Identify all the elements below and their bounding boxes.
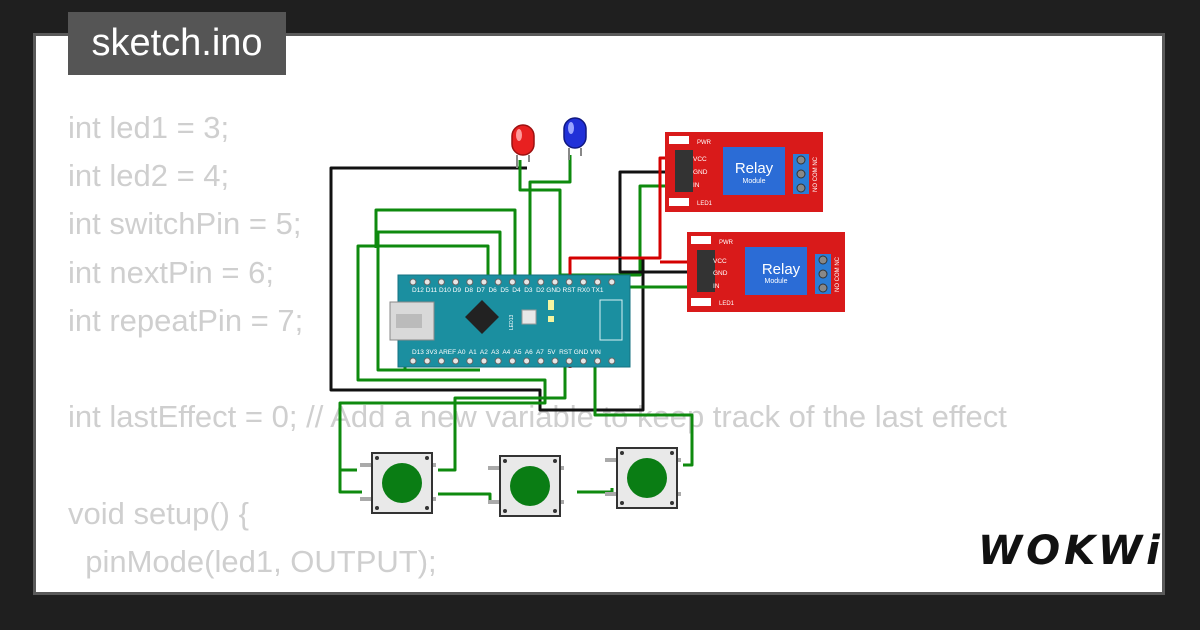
pin-hole — [423, 278, 431, 286]
wokwi-logo: WOKWi — [978, 528, 1164, 574]
wire-green-led1 — [518, 160, 562, 278]
svg-text:GND: GND — [693, 169, 708, 176]
code-line: int led2 = 4; — [68, 158, 230, 194]
led-label: LED13 — [509, 314, 515, 330]
pin-hole — [537, 357, 545, 365]
preview-card: int led1 = 3; int led2 = 4; int switchPin … — [36, 36, 1164, 594]
code-line: int switchPin = 5; — [68, 206, 302, 242]
relay-module-1[interactable]: Relay Module VCC GND IN PWR LED1 NO COM … — [665, 132, 823, 212]
wire-green-top3 — [338, 244, 547, 494]
pin-hole — [480, 278, 488, 286]
board-top-pin-labels: D12 D11 D10 D9 D8 D7 D6 D5 D4 D3 D2 GND … — [412, 287, 604, 294]
svg-text:Relay: Relay — [762, 261, 801, 278]
code-background: int led1 = 3; int led2 = 4; int switchPin … — [68, 104, 1007, 594]
led-blue[interactable] — [563, 117, 587, 160]
led-red[interactable] — [511, 124, 535, 168]
pin-hole — [423, 357, 431, 365]
code-line: void setup() { — [68, 495, 249, 531]
svg-text:Module: Module — [743, 178, 766, 185]
pin-hole — [437, 278, 445, 286]
pin-hole — [452, 278, 460, 286]
svg-text:NO COM NC: NO COM NC — [835, 256, 841, 292]
pin-hole — [523, 357, 531, 365]
wire-black-gnd2 — [618, 258, 687, 274]
pin-hole — [466, 278, 474, 286]
relay-module-2[interactable]: Relay Module VCC GND IN PWR LED1 NO COM … — [687, 232, 845, 312]
svg-text:VCC: VCC — [693, 156, 707, 163]
code-line: pinMode(led1, OUTPUT); — [68, 543, 437, 579]
svg-text:NO COM NC: NO COM NC — [813, 156, 819, 192]
svg-text:PWR: PWR — [719, 240, 734, 246]
svg-text:IN: IN — [693, 182, 700, 189]
svg-text:LED1: LED1 — [719, 301, 735, 307]
wire-green-btn23 — [577, 488, 614, 494]
wire-green-relay1 — [560, 184, 665, 277]
pin-hole — [508, 357, 516, 365]
pin-hole — [594, 357, 602, 365]
pin-hole — [523, 278, 531, 286]
pin-hole — [409, 357, 417, 365]
pin-hole — [608, 357, 616, 365]
push-button-1[interactable] — [360, 452, 436, 514]
pin-hole — [565, 278, 573, 286]
svg-text:IN: IN — [713, 283, 720, 290]
svg-text:GND: GND — [713, 270, 728, 277]
pin-hole — [579, 278, 587, 286]
wire-green-led2 — [528, 155, 572, 278]
pin-hole — [579, 357, 587, 365]
wire-black-loop — [329, 166, 665, 412]
svg-text:LED1: LED1 — [697, 201, 713, 207]
svg-text:VCC: VCC — [713, 258, 727, 265]
pin-hole — [409, 278, 417, 286]
board-bottom-pin-labels: D13 3V3 AREF A0 A1 A2 A3 A4 A5 A6 A7 5V … — [412, 349, 601, 356]
code-line: int repeatPin = 7; — [68, 302, 304, 338]
board-top-pin-row — [409, 278, 616, 286]
code-line: int led1 = 3; — [68, 110, 230, 145]
pin-hole — [494, 278, 502, 286]
push-button-3[interactable] — [605, 447, 681, 509]
pin-hole — [565, 357, 573, 365]
pin-hole — [437, 357, 445, 365]
reset-button — [521, 309, 537, 325]
pin-hole — [466, 357, 474, 365]
push-button-2[interactable] — [488, 455, 564, 517]
wire-green-top2 — [376, 230, 502, 372]
wire-green-btn12 — [438, 492, 492, 500]
board-bottom-pin-row — [409, 357, 616, 365]
code-line: int lastEffect = 0; // Add a new variabl… — [68, 399, 1007, 435]
pin-hole — [537, 278, 545, 286]
pin-hole — [480, 357, 488, 365]
pin-hole — [551, 357, 559, 365]
svg-text:PWR: PWR — [697, 140, 712, 146]
arduino-nano[interactable]: D12 D11 D10 D9 D8 D7 D6 D5 D4 D3 D2 GND … — [389, 274, 631, 368]
pin-hole — [494, 357, 502, 365]
pin-hole — [452, 357, 460, 365]
wire-green-right — [593, 362, 694, 467]
led-indicator — [548, 300, 554, 310]
svg-text:Relay: Relay — [735, 160, 774, 177]
pin-hole — [608, 278, 616, 286]
code-line: int nextPin = 6; — [68, 254, 274, 290]
svg-text:Module: Module — [765, 278, 788, 285]
wire-green-top1 — [374, 208, 517, 278]
pin-hole — [508, 278, 516, 286]
pin-hole — [551, 278, 559, 286]
pin-hole — [594, 278, 602, 286]
file-title: sketch.ino — [68, 12, 286, 75]
mcu-chip — [465, 300, 499, 334]
